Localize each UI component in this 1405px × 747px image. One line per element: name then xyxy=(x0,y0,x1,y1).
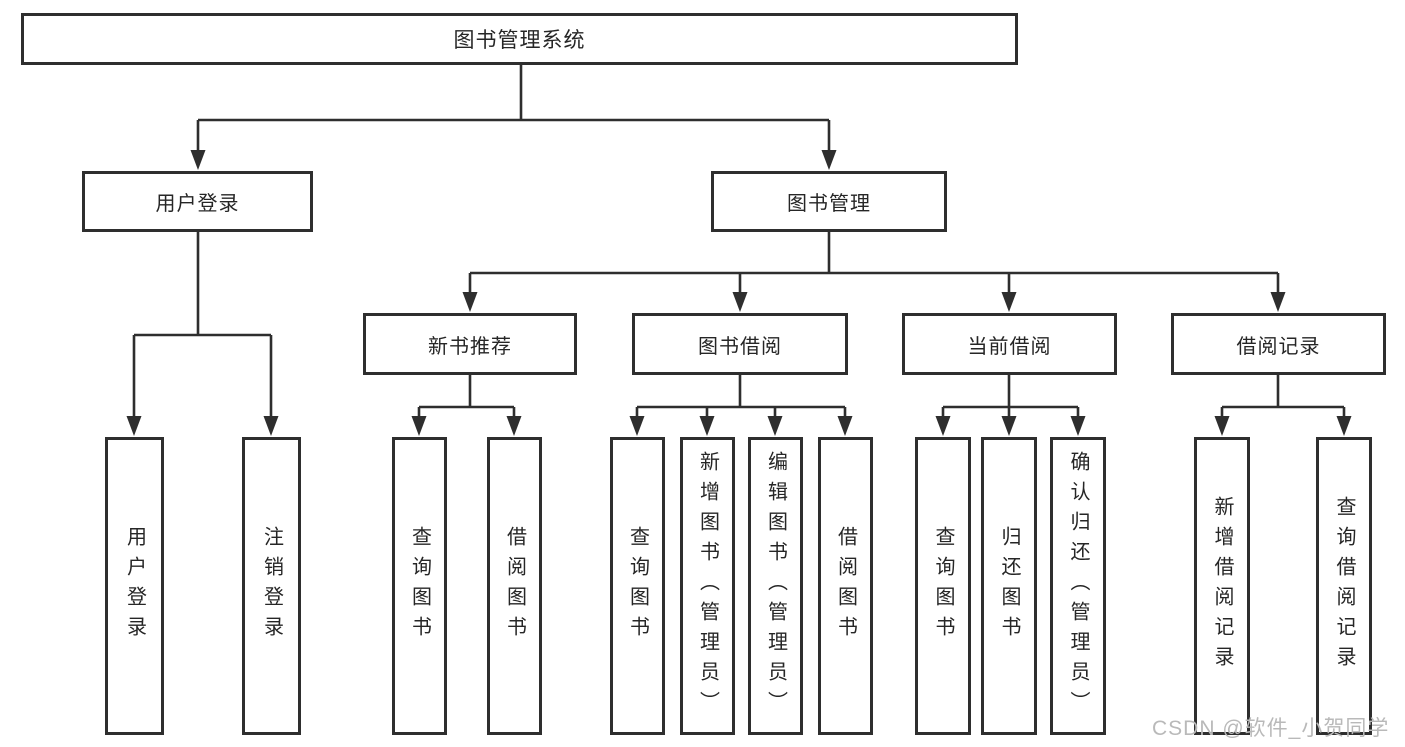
node-user-login: 用户登录 xyxy=(82,171,313,232)
leaf-label: 归还图书 xyxy=(998,526,1020,646)
leaf-label: 借阅图书 xyxy=(834,526,857,646)
leaf-return-books: 归还图书 xyxy=(981,437,1037,735)
node-book-management: 图书管理 xyxy=(711,171,947,232)
leaf-borrow-books-1: 借阅图书 xyxy=(487,437,542,735)
node-label: 当前借阅 xyxy=(967,335,1052,358)
leaf-add-books-admin: 新增图书（管理员） xyxy=(680,437,735,735)
node-label: 图书管理系统 xyxy=(453,29,586,52)
connector-book-mgmt-to-level3 xyxy=(462,232,1286,312)
node-label: 用户登录 xyxy=(155,193,240,215)
leaf-query-books-3: 查询图书 xyxy=(915,437,971,735)
leaf-label: 借阅图书 xyxy=(503,526,526,646)
leaf-label: 确认归还（管理员） xyxy=(1067,451,1089,721)
leaf-label: 新增借阅记录 xyxy=(1211,496,1233,676)
leaf-label: 新增图书（管理员） xyxy=(696,451,719,721)
connector-root-to-level2 xyxy=(190,65,837,170)
leaf-query-books-2: 查询图书 xyxy=(610,437,665,735)
node-new-book-recommendation: 新书推荐 xyxy=(363,313,577,375)
leaf-confirm-return-admin: 确认归还（管理员） xyxy=(1050,437,1106,735)
connector-user-login-to-leaves xyxy=(126,232,279,436)
leaf-label: 查询图书 xyxy=(626,526,649,646)
leaf-label: 查询借阅记录 xyxy=(1333,496,1355,676)
node-label: 新书推荐 xyxy=(428,335,512,358)
connector-borrow-record-to-leaves xyxy=(1214,375,1352,436)
node-label: 图书管理 xyxy=(787,193,871,215)
leaf-label: 查询图书 xyxy=(408,526,431,646)
leaf-borrow-books-2: 借阅图书 xyxy=(818,437,873,735)
node-borrowing-records: 借阅记录 xyxy=(1171,313,1386,375)
leaf-logout: 注销登录 xyxy=(242,437,301,735)
node-current-borrowing: 当前借阅 xyxy=(902,313,1117,375)
node-library-management-system: 图书管理系统 xyxy=(21,13,1018,65)
csdn-watermark: CSDN @软件_小贺同学 xyxy=(1152,717,1390,740)
leaf-edit-books-admin: 编辑图书（管理员） xyxy=(748,437,803,735)
leaf-label: 查询图书 xyxy=(932,526,954,646)
leaf-add-borrow-record: 新增借阅记录 xyxy=(1194,437,1250,735)
node-book-borrowing: 图书借阅 xyxy=(632,313,848,375)
connector-current-borrow-to-leaves xyxy=(935,375,1086,436)
leaf-query-borrow-record: 查询借阅记录 xyxy=(1316,437,1372,735)
leaf-user-login: 用户登录 xyxy=(105,437,164,735)
node-label: 图书借阅 xyxy=(698,335,782,358)
connector-new-book-to-leaves xyxy=(411,375,522,436)
leaf-query-books-1: 查询图书 xyxy=(392,437,447,735)
leaf-label: 用户登录 xyxy=(123,526,146,646)
node-label: 借阅记录 xyxy=(1236,335,1321,358)
leaf-label: 编辑图书（管理员） xyxy=(764,451,787,721)
leaf-label: 注销登录 xyxy=(260,526,283,646)
connector-book-borrow-to-leaves xyxy=(629,375,853,436)
